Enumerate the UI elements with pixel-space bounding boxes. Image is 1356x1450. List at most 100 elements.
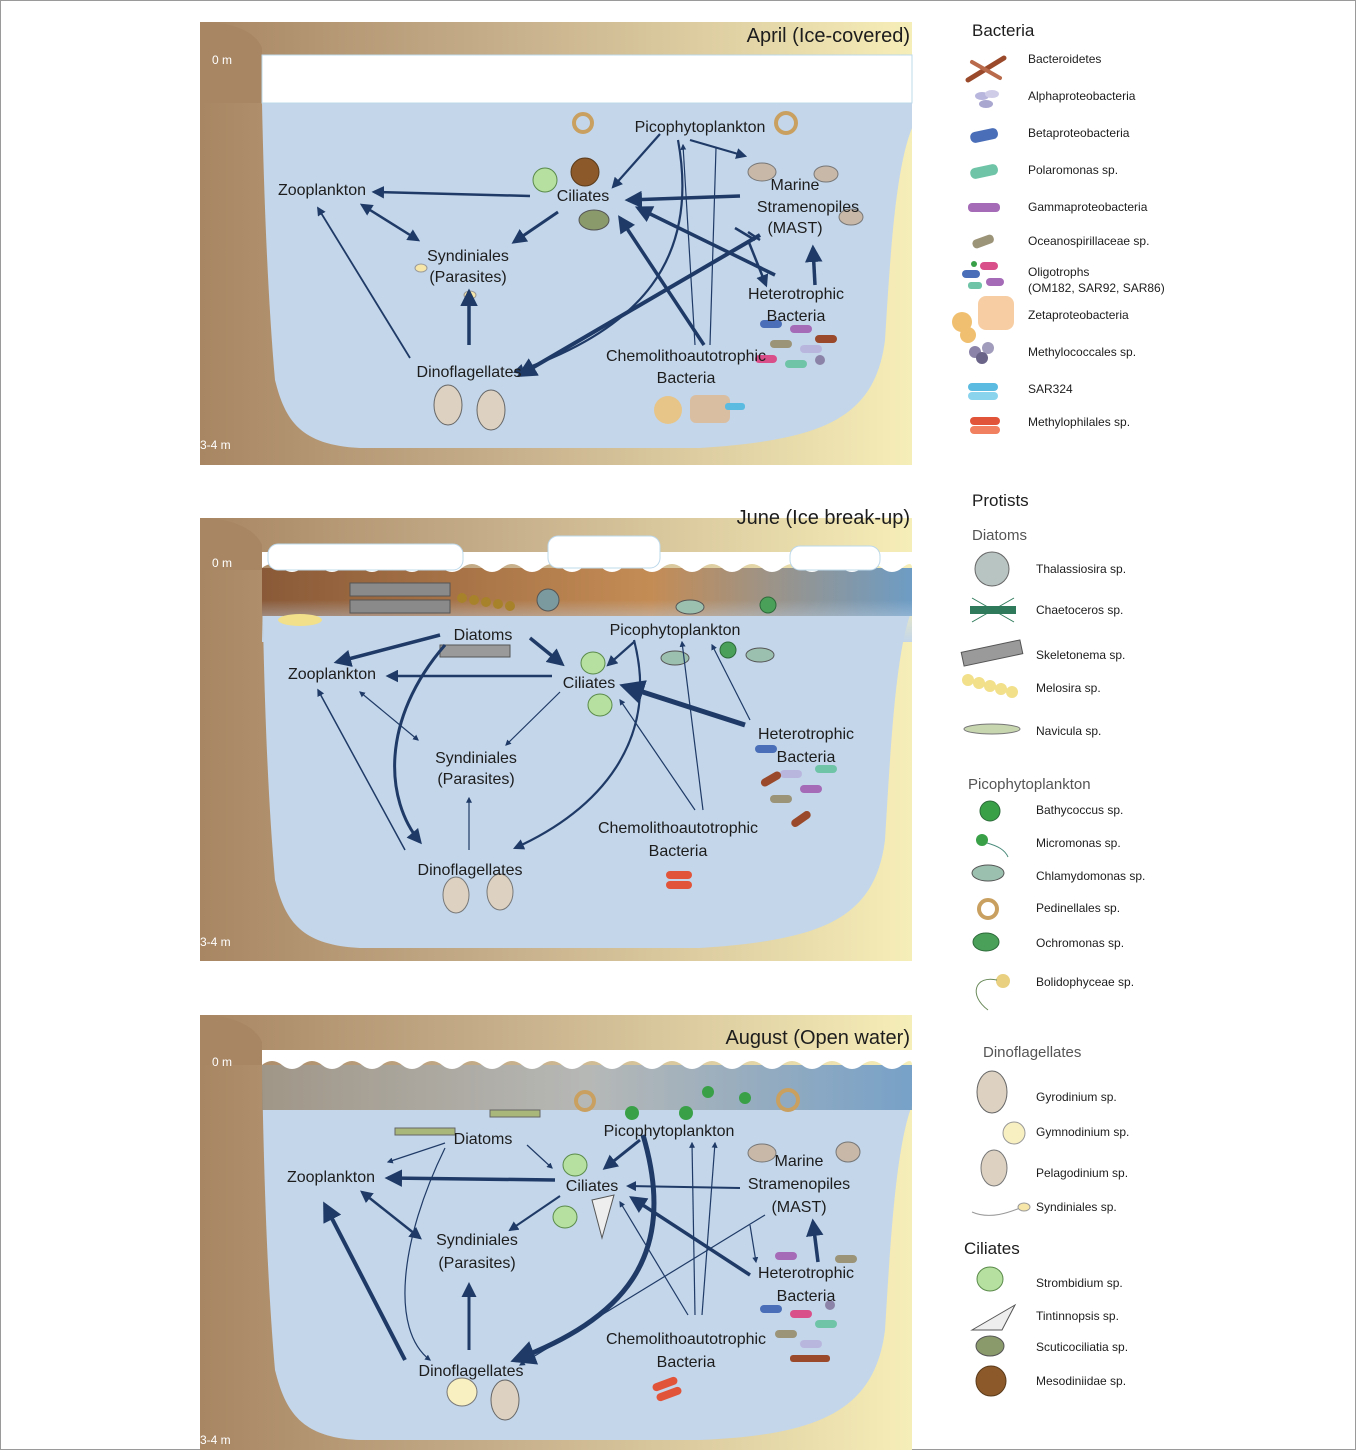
arrow: [404, 1147, 446, 1361]
wave-line: [262, 1050, 912, 1069]
navicula-icon: [963, 723, 1021, 735]
depth-top-label: 0 m: [212, 556, 232, 570]
mast-label-2: Stramenopiles: [757, 199, 859, 216]
legend-bacteria-item: Oceanospirillaceae sp.: [1028, 234, 1149, 248]
gymnodinium-icon: [1002, 1121, 1026, 1145]
ciliates-label: Ciliates: [566, 1178, 618, 1195]
picophytoplankton-label: Picophytoplankton: [635, 119, 766, 136]
micromonas-icon: [625, 1106, 639, 1120]
ciliate-icon: [587, 693, 613, 717]
arrow: [510, 1134, 657, 1365]
legend-ciliates-heading: Ciliates: [964, 1239, 1020, 1258]
water-body: [262, 1065, 912, 1440]
tintinnopsis-icon: [970, 1303, 1017, 1331]
diatoms-label: Diatoms: [454, 1131, 513, 1148]
chemolithoautotrophic-label: Chemolithoautotrophic: [598, 820, 758, 837]
ciliate-icon: [552, 1205, 578, 1229]
arrow: [384, 1169, 556, 1187]
syndiniales-label: Syndiniales: [435, 750, 517, 767]
legend-diatoms-heading: Diatoms: [972, 527, 1027, 544]
legend-cil-item: Tintinnopsis sp.: [1036, 1309, 1119, 1323]
oligotrophs-icon: [962, 261, 1004, 289]
skeletonema-icon: [960, 639, 1024, 667]
pedinellales-icon: [776, 1088, 800, 1112]
surface-water: [262, 1065, 912, 1110]
mast-icon: [813, 165, 839, 183]
dinoflagellate-icon: [476, 389, 506, 431]
arrow: [606, 641, 635, 667]
depth-bottom-label: 3-4 m: [200, 1433, 231, 1447]
mast-icon: [747, 1143, 777, 1163]
dinoflagellate-icon: [486, 873, 514, 911]
methylophilales-icon: [652, 1376, 678, 1392]
legend-pico-item: Ochromonas sp.: [1036, 936, 1124, 950]
scuticociliatia-icon: [578, 209, 610, 231]
legend-protists-heading: Protists: [972, 491, 1029, 510]
arrow: [689, 138, 748, 159]
ochromonas-icon: [759, 596, 777, 614]
arrow: [629, 1196, 751, 1277]
pedinellales-icon: [774, 111, 798, 135]
heterotrophic-bacteria-label: Bacteria: [777, 1288, 836, 1305]
arrow: [689, 1141, 696, 1316]
water-body: [262, 568, 912, 948]
heterotrophic-bacteria-label: Bacteria: [777, 749, 836, 766]
strombidium-icon: [976, 1266, 1004, 1292]
bacteria-cluster: [760, 1252, 857, 1362]
betaproteobacteria-icon: [970, 128, 999, 143]
legend-bacteria-subitem: (OM182, SAR92, SAR86): [1028, 281, 1165, 295]
arrow: [518, 1214, 766, 1366]
chemolithoautotrophic-label: Chemolithoautotrophic: [606, 1331, 766, 1348]
arrow: [333, 633, 441, 667]
legend-bacteria-heading: Bacteria: [972, 21, 1035, 40]
arrow: [618, 215, 706, 346]
dinoflagellate-icon: [433, 384, 463, 426]
arrow: [805, 244, 823, 286]
micromonas-icon: [702, 1086, 714, 1098]
heterotrophic-bacteria-label: Bacteria: [767, 308, 826, 325]
diatoms-label: Diatoms: [454, 627, 513, 644]
arrow: [528, 636, 565, 667]
ciliate-icon: [580, 651, 606, 675]
methylophilales-icon: [666, 881, 692, 889]
scuticociliatia-icon: [975, 1335, 1005, 1357]
gyrodinium-icon: [976, 1070, 1008, 1114]
arrow: [317, 688, 406, 851]
arrow: [317, 206, 411, 359]
legend-bacteria-item: Gammaproteobacteria: [1028, 200, 1148, 214]
ice-layer: [261, 54, 913, 104]
dinoflagellate-icon: [442, 876, 470, 914]
chaetoceros-icon: [970, 597, 1016, 623]
chlamydomonas-icon: [745, 647, 775, 663]
legend-diatoms-item: Navicula sp.: [1036, 724, 1101, 738]
heterotrophic-label: Heterotrophic: [758, 1265, 854, 1282]
depth-bottom-label: 3-4 m: [200, 438, 231, 452]
legend-protist-icons: [960, 551, 1031, 1397]
mast-icon: [835, 1141, 861, 1163]
water-body: [262, 103, 912, 448]
legend-cil-item: Strombidium sp.: [1036, 1276, 1123, 1290]
picophytoplankton-label: Picophytoplankton: [610, 622, 741, 639]
cliff: [200, 22, 262, 103]
panel-april: 0 m 3-4 m April (Ice-covered): [200, 22, 913, 465]
chemolithoautotrophic-label: Chemolithoautotrophic: [606, 348, 766, 365]
thalassiosira-icon: [974, 551, 1010, 587]
ciliate-icon: [562, 1153, 588, 1177]
legend-bacteria-item: Bacteroidetes: [1028, 52, 1101, 66]
arrow: [619, 680, 746, 728]
legend-dino-item: Pelagodinium sp.: [1036, 1166, 1128, 1180]
arrow: [611, 133, 661, 189]
micromonas-icon: [679, 1106, 693, 1120]
diatom-chain: [394, 1127, 456, 1136]
mast-label-2: Stramenopiles: [748, 1176, 850, 1193]
cliff: [200, 1015, 262, 1065]
mast-icon: [747, 162, 777, 182]
ice-floe: [547, 535, 661, 569]
legend-bacteria-item: Alphaproteobacteria: [1028, 89, 1136, 103]
dinoflagellates-label: Dinoflagellates: [417, 364, 522, 381]
depth-bottom-label: 3-4 m: [200, 935, 231, 949]
legend-protist-names: Thalassiosira sp.Chaetoceros sp.Skeleton…: [1036, 562, 1145, 1388]
arrow: [701, 1141, 718, 1316]
chlamydomonas-icon: [660, 650, 690, 666]
arrow: [711, 643, 751, 721]
